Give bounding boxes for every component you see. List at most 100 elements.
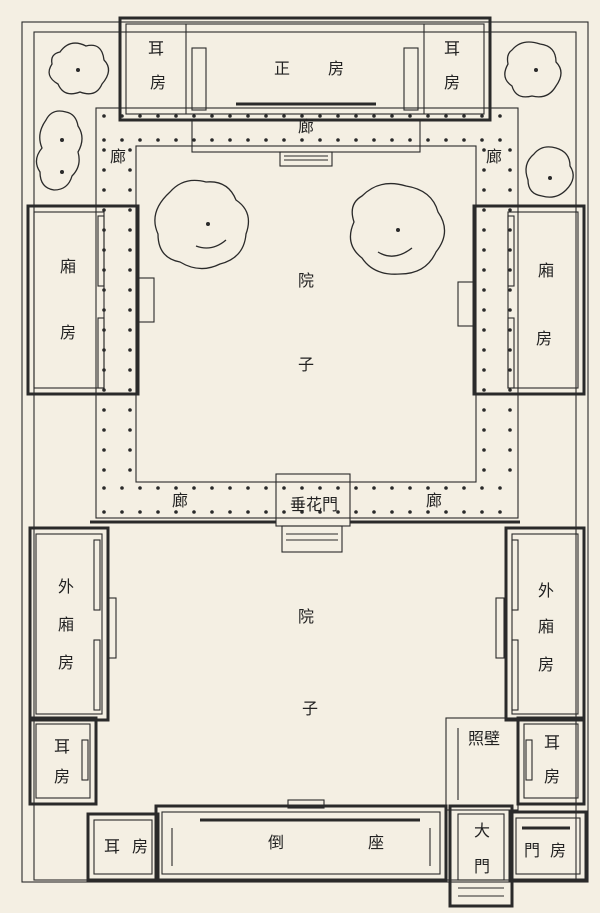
main-hall-label-1: 正 [274,59,290,78]
column-dot [462,486,466,490]
corridor-column-dots [102,114,512,514]
column-dot [482,408,486,412]
column-dot [482,368,486,372]
column-dot [462,138,466,142]
reverse-hall-label-2: 座 [368,833,384,852]
column-dot [264,114,268,118]
column-dot [102,510,106,514]
column-dot [480,138,484,142]
column-dot [508,348,512,352]
column-dot [498,138,502,142]
outer-east-side-room-label-1: 外 [538,581,554,600]
column-dot [102,208,106,212]
column-dot [120,114,124,118]
column-dot [246,510,250,514]
main-hall-block [118,16,492,167]
column-dot [354,114,358,118]
column-dot [372,486,376,490]
column-dot [482,248,486,252]
column-dot [156,510,160,514]
column-dot [210,486,214,490]
screen-wall-block [445,717,519,811]
column-dot [246,114,250,118]
column-dot [102,468,106,472]
column-dot [282,114,286,118]
column-dot [498,114,502,118]
column-dot [174,138,178,142]
column-dot [300,114,304,118]
column-dot [336,138,340,142]
corridor-label-northwest: 廊 [110,147,126,166]
column-dot [372,114,376,118]
east-side-room [457,204,586,396]
column-dot [174,114,178,118]
column-dot [508,208,512,212]
column-dot [336,114,340,118]
main-gate-block [448,804,514,908]
column-dot [482,228,486,232]
outer-west-side-room-label-2: 廂 [58,615,74,634]
column-dot [128,248,132,252]
column-dot [426,486,430,490]
column-dot [426,510,430,514]
column-dot [508,248,512,252]
column-dot [426,114,430,118]
column-dot [482,288,486,292]
column-dot [102,188,106,192]
column-dot [282,138,286,142]
column-dot [128,388,132,392]
outer-east-side-room-label-2: 廂 [538,617,554,636]
outer-east-side-room [495,526,586,722]
column-dot [318,486,322,490]
column-dot [300,486,304,490]
column-dot [120,138,124,142]
column-dot [102,428,106,432]
column-dot [482,468,486,472]
column-dot [482,448,486,452]
column-dot [128,288,132,292]
column-dot [498,510,502,514]
column-dot [336,486,340,490]
column-dot [128,408,132,412]
column-dot [408,510,412,514]
corridor-label-north: 廊 [298,117,314,136]
column-dot [246,486,250,490]
ear-room-bottom-right-block [516,716,586,806]
outer-west-side-room-label-3: 房 [58,653,74,672]
corridor-label-southeast: 廊 [426,491,442,510]
column-dot [102,138,106,142]
column-dot [246,138,250,142]
column-dot [120,486,124,490]
column-dot [462,510,466,514]
column-dot [128,468,132,472]
column-dot [192,138,196,142]
column-dot [228,114,232,118]
column-dot [408,138,412,142]
column-dot [128,208,132,212]
column-dot [482,148,486,152]
column-dot [444,138,448,142]
column-dot [102,114,106,118]
ear-room-bottom-left-label-2: 房 [54,767,70,786]
column-dot [482,168,486,172]
column-dot [264,510,268,514]
column-dot [128,368,132,372]
outer-compound-wall [21,21,589,883]
column-dot [482,388,486,392]
inner-courtyard-label-1: 院 [298,271,314,290]
column-dot [102,448,106,452]
column-dot [102,408,106,412]
column-dot [390,486,394,490]
column-dot [444,510,448,514]
column-dot [508,368,512,372]
column-dot [156,114,160,118]
trees [35,41,574,275]
column-dot [228,486,232,490]
column-dot [102,388,106,392]
inner-corridor [95,107,519,519]
column-dot [508,228,512,232]
reverse-hall-label-1: 倒 [268,833,284,852]
ear-room-bottom-right-label-1: 耳 [544,733,560,752]
ear-room-gate-left-label-1: 耳 [104,837,120,856]
column-dot [508,408,512,412]
